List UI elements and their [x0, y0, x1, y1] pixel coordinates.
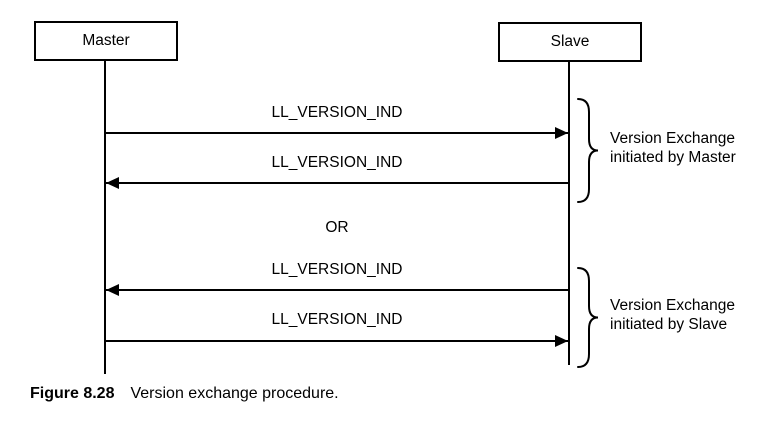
message-line-3	[106, 289, 568, 291]
figure-number: Figure 8.28	[30, 385, 115, 402]
figure-caption-text: Version exchange procedure.	[130, 385, 339, 402]
arrowhead-right-icon	[555, 335, 568, 347]
annotation-master-initiated: Version Exchange initiated by Master	[610, 129, 736, 167]
lifeline-slave	[568, 62, 570, 365]
annotation-line-1: Version Exchange	[610, 130, 735, 147]
arrowhead-right-icon	[555, 127, 568, 139]
annotation-slave-initiated: Version Exchange initiated by Slave	[610, 296, 735, 334]
annotation-line-2: initiated by Slave	[610, 316, 728, 333]
message-line-4	[106, 340, 568, 342]
actor-label-slave: Slave	[550, 33, 590, 50]
curly-brace-master-group	[577, 98, 599, 203]
annotation-line-2: initiated by Master	[610, 149, 736, 166]
figure-caption: Figure 8.28 Version exchange procedure.	[30, 385, 339, 403]
arrowhead-left-icon	[106, 177, 119, 189]
lifeline-master	[104, 61, 106, 374]
message-label-3: LL_VERSION_IND	[271, 261, 403, 278]
message-line-2	[106, 182, 568, 184]
actor-label-master: Master	[82, 32, 130, 49]
message-line-1	[106, 132, 568, 134]
message-label-4: LL_VERSION_IND	[271, 311, 403, 328]
arrowhead-left-icon	[106, 284, 119, 296]
actor-box-slave: Slave	[498, 22, 642, 62]
or-separator-label: OR	[325, 219, 349, 236]
message-label-1: LL_VERSION_IND	[271, 104, 403, 121]
annotation-line-1: Version Exchange	[610, 297, 735, 314]
curly-brace-slave-group	[577, 267, 599, 368]
message-label-2: LL_VERSION_IND	[271, 154, 403, 171]
actor-box-master: Master	[34, 21, 178, 61]
